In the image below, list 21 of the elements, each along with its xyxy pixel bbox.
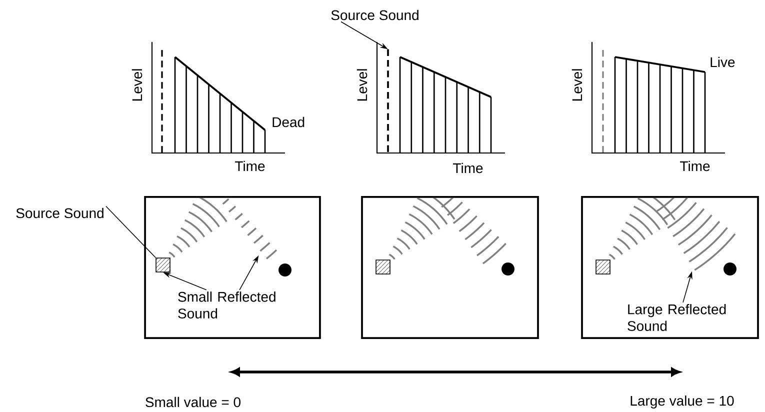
room-box	[581, 196, 759, 339]
callout-text: Small Reflected Sound	[178, 292, 276, 318]
callout-text: Large Reflected Sound	[628, 304, 726, 331]
scale-label: Large value = 10	[630, 395, 734, 409]
callout-text: Source Sound	[331, 10, 418, 20]
dashed-source-line	[387, 49, 389, 153]
curve-label: Live	[710, 56, 735, 68]
sound-source-square	[376, 260, 390, 274]
curve-label: Dead	[272, 116, 304, 128]
room-box	[144, 196, 321, 339]
reflected-wave-drawing	[656, 198, 736, 271]
leader-line	[106, 206, 156, 258]
scale-label: Small value = 0	[146, 396, 240, 408]
reflected-wave-drawing	[222, 198, 278, 260]
axis-label: Level	[572, 69, 582, 101]
callout-text: Source Sound	[16, 208, 104, 218]
room-box	[361, 196, 539, 339]
sound-source-square	[596, 260, 610, 274]
axis-label: Level	[132, 69, 142, 101]
sound-source-square	[156, 258, 170, 272]
reflected-wave-drawing	[441, 198, 506, 264]
